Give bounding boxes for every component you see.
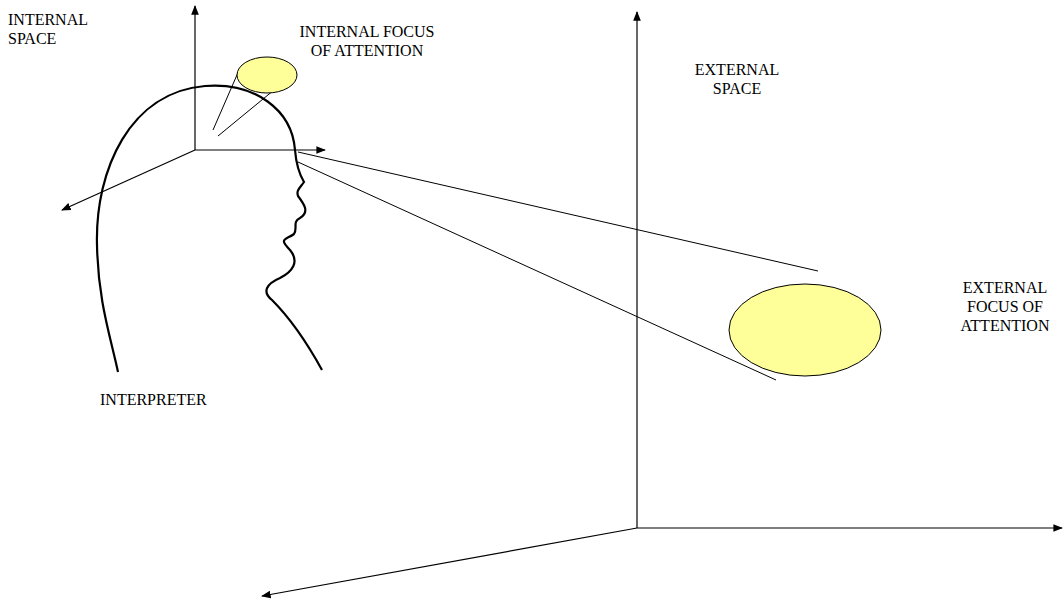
axis-label: EXTERNAL SPACE [682, 60, 792, 98]
external-axes [262, 12, 1062, 596]
external-focus [298, 152, 881, 380]
focus-label: EXTERNAL FOCUS OF ATTENTION [952, 278, 1058, 335]
axis-label: INTERNAL SPACE [8, 10, 103, 48]
focus-label: INTERNAL FOCUS OF ATTENTION [292, 22, 442, 60]
head-outline [97, 86, 322, 372]
figure-label: INTERPRETER [100, 390, 240, 409]
internal-axes [62, 6, 325, 210]
internal-focus [213, 57, 297, 136]
